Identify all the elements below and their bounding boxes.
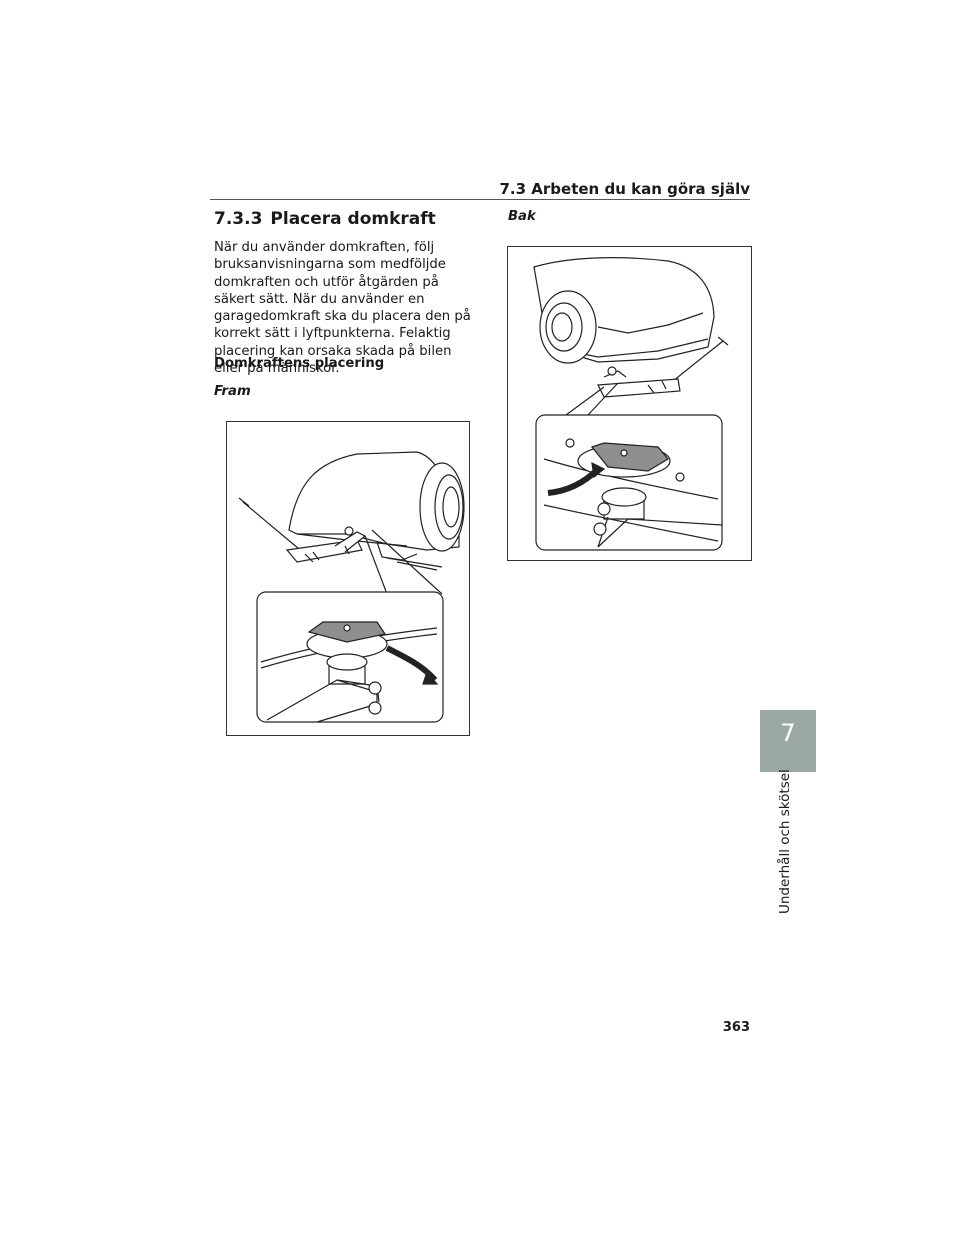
- section-number: 7.3.3: [214, 209, 263, 229]
- rear-jack-drawing: [533, 257, 729, 551]
- chapter-number: 7: [780, 719, 796, 747]
- rear-label: Bak: [508, 209, 536, 224]
- running-header: 7.3 Arbeten du kan göra själv: [499, 180, 751, 198]
- front-jack-illustration: [226, 421, 470, 736]
- chapter-tab: [760, 710, 816, 772]
- front-label: Fram: [214, 384, 251, 399]
- page-number: 363: [722, 1020, 750, 1035]
- header-rule: [210, 199, 750, 200]
- front-jack-drawing: [238, 451, 465, 723]
- section-heading: 7.3.3 Placera domkraft: [214, 209, 436, 229]
- chapter-label: Underhåll och skötsel: [777, 769, 793, 914]
- rear-jack-illustration: [507, 246, 752, 561]
- section-title: Placera domkraft: [270, 209, 436, 229]
- subheading: Domkraftens placering: [214, 356, 385, 371]
- body-paragraph: När du använder domkraften, följ bruksan…: [214, 240, 471, 377]
